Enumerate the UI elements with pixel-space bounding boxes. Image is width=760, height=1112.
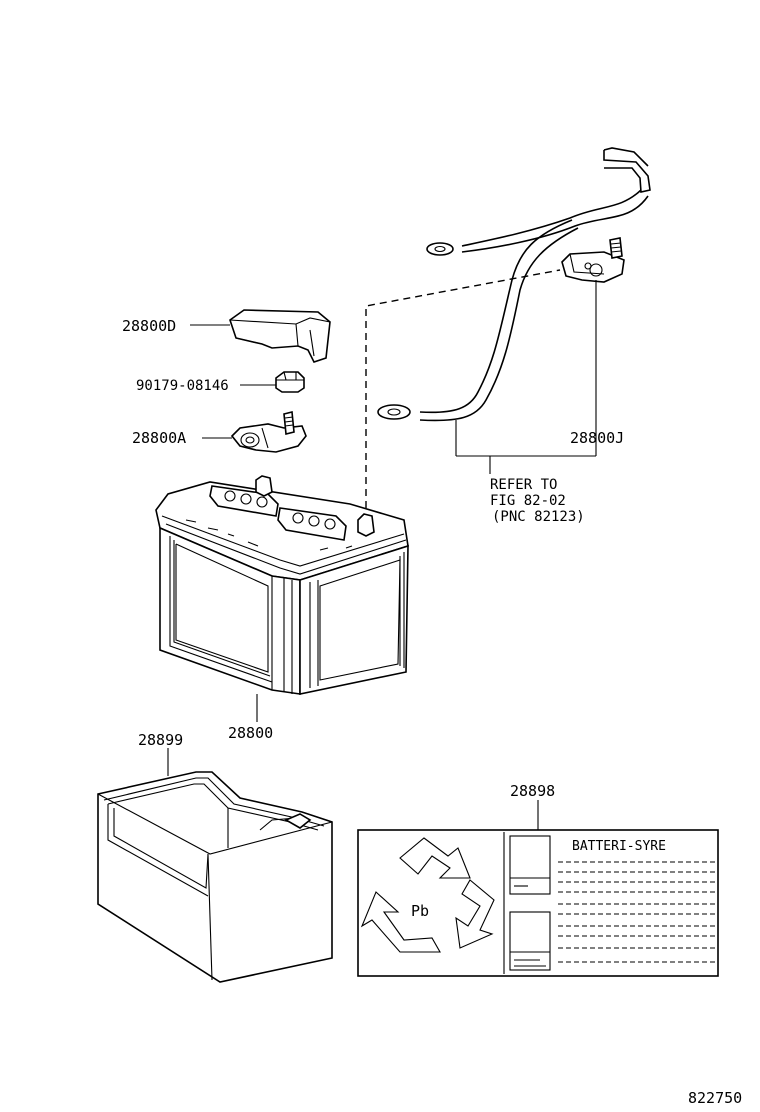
label-plate-part: 28898 xyxy=(510,782,555,800)
battery-cable-assembly xyxy=(377,147,651,474)
reference-line-3: (PNC 82123) xyxy=(492,509,585,525)
battery-tray xyxy=(97,771,333,983)
terminal-clamp xyxy=(230,410,307,453)
label-clamp-part: 28800A xyxy=(132,429,186,447)
battery xyxy=(155,475,409,695)
label-cable-part: 28800J xyxy=(570,429,624,447)
label-title: BATTERI-SYRE xyxy=(572,839,666,854)
figure-number: 822750 xyxy=(688,1089,742,1107)
recycle-text: Pb xyxy=(411,902,429,920)
terminal-cover xyxy=(229,309,331,363)
reference-line-1: REFER TO xyxy=(490,477,557,493)
label-battery-part: 28800 xyxy=(228,724,273,742)
battery-label-plate: Pb BATTERI-SYRE xyxy=(357,829,719,977)
reference-line-2: FIG 82-02 xyxy=(490,493,566,509)
recycle-icon: Pb xyxy=(360,837,495,953)
label-cover-part: 28800D xyxy=(122,317,176,335)
label-nut-part: 90179-08146 xyxy=(136,378,229,394)
nut-part xyxy=(275,371,305,393)
label-tray-part: 28899 xyxy=(138,731,183,749)
